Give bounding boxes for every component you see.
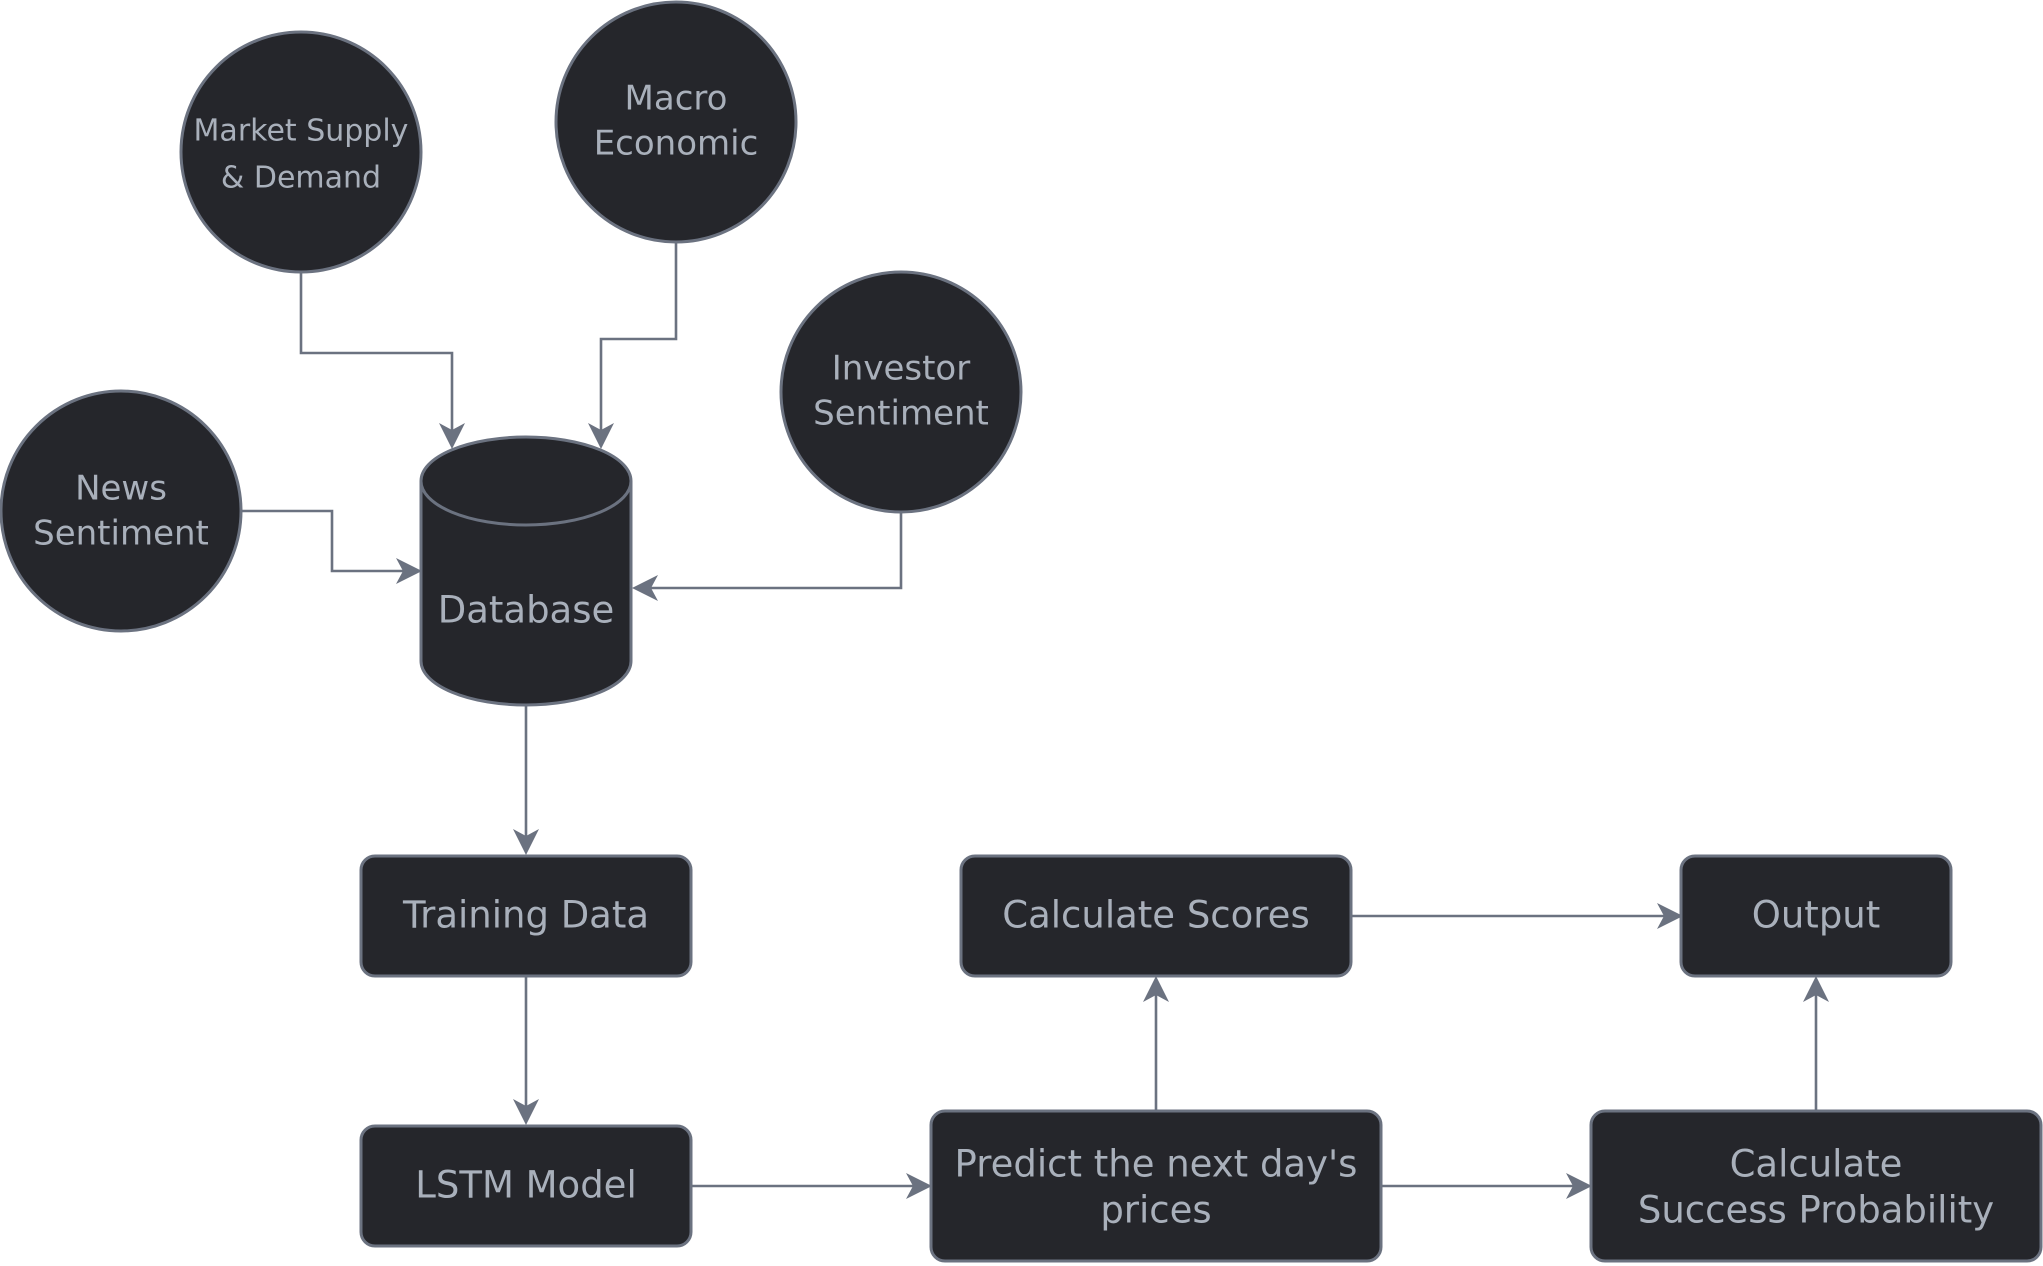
news-sentiment-label-line1: News [75, 469, 167, 509]
node-training-data[interactable]: Training Data [359, 854, 693, 978]
edge-news-to-database [241, 509, 403, 573]
edge-market-to-database [299, 272, 454, 430]
node-market-supply-demand[interactable]: Market Supply & Demand [179, 30, 423, 274]
node-predict-prices[interactable]: Predict the next day's prices [929, 1109, 1383, 1263]
edge-investor-to-database [651, 512, 903, 590]
investor-sentiment-label-line1: Investor [832, 349, 970, 389]
node-lstm-model[interactable]: LSTM Model [359, 1124, 693, 1248]
node-news-sentiment[interactable]: News Sentiment [0, 389, 243, 633]
arrowhead-predict-to-scores [1143, 976, 1169, 1002]
output-box [1679, 854, 1953, 978]
market-supply-demand-circle [179, 30, 423, 274]
calculate-success-probability-label-line2: Success Probability [1638, 1189, 1994, 1232]
macro-economic-label-line2: Economic [594, 124, 759, 164]
arrowhead-investor-to-database [632, 575, 658, 601]
arrowhead-training-to-lstm [513, 1099, 539, 1125]
training-data-box [359, 854, 693, 978]
arrowhead-lstm-to-predict [906, 1173, 932, 1199]
node-macro-economic[interactable]: Macro Economic [554, 0, 798, 244]
calculate-scores-box [959, 854, 1353, 978]
database-cylinder-body [419, 435, 633, 707]
predict-prices-label-line1: Predict the next day's [955, 1143, 1358, 1186]
edges [241, 242, 1829, 1199]
calculate-scores-label: Calculate Scores [1002, 894, 1309, 937]
node-database[interactable]: Database [419, 435, 633, 707]
output-label: Output [1752, 894, 1881, 937]
calculate-success-probability-label-line1: Calculate [1730, 1143, 1903, 1186]
investor-sentiment-circle [779, 270, 1023, 514]
arrowhead-database-to-training [513, 829, 539, 855]
investor-sentiment-label-line2: Sentiment [813, 394, 989, 434]
news-sentiment-circle [0, 389, 243, 633]
calculate-success-probability-box [1589, 1109, 2043, 1263]
arrowhead-news-to-database [396, 558, 422, 584]
edge-macro-to-database [599, 242, 678, 430]
node-calculate-success-probability[interactable]: Calculate Success Probability [1589, 1109, 2043, 1263]
arrowhead-scores-to-output [1657, 903, 1683, 929]
predict-prices-box [929, 1109, 1383, 1263]
macro-economic-label-line1: Macro [625, 79, 728, 119]
node-investor-sentiment[interactable]: Investor Sentiment [779, 270, 1023, 514]
arrowhead-macro-to-database [588, 423, 614, 449]
macro-economic-circle [554, 0, 798, 244]
arrowhead-probability-to-output [1803, 976, 1829, 1002]
training-data-label: Training Data [402, 894, 649, 937]
news-sentiment-label-line2: Sentiment [33, 514, 209, 554]
database-cylinder-top-rim [419, 480, 633, 527]
lstm-model-box [359, 1124, 693, 1248]
node-output[interactable]: Output [1679, 854, 1953, 978]
arrowhead-predict-to-probability [1566, 1173, 1592, 1199]
arrowhead-market-to-database [439, 423, 465, 449]
lstm-model-label: LSTM Model [415, 1164, 636, 1207]
database-label: Database [438, 589, 615, 632]
node-calculate-scores[interactable]: Calculate Scores [959, 854, 1353, 978]
market-supply-demand-label-line1: Market Supply [194, 114, 409, 149]
market-supply-demand-label-line2: & Demand [221, 161, 381, 196]
predict-prices-label-line2: prices [1100, 1189, 1211, 1232]
